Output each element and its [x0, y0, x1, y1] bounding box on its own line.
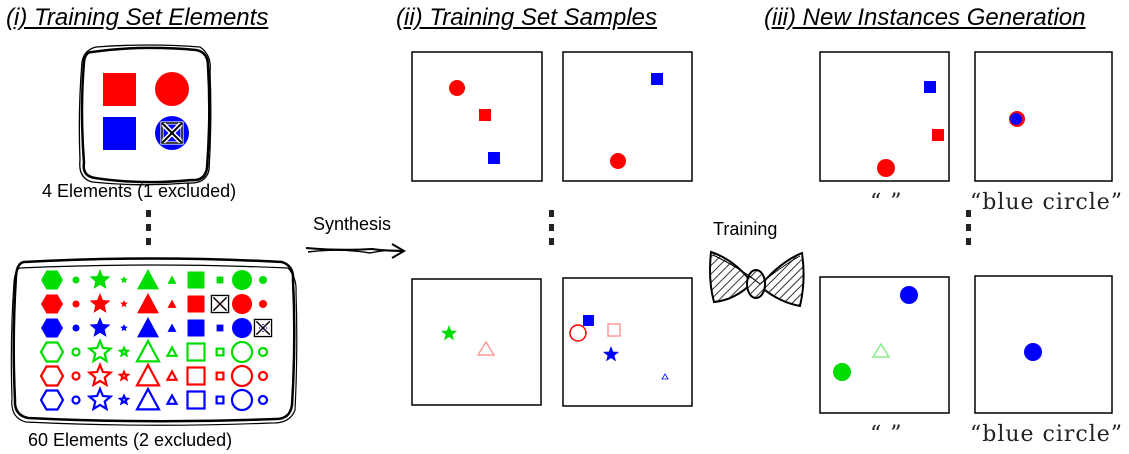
training-label: Training — [713, 219, 778, 239]
red-square-element — [103, 73, 136, 106]
excluded-cross-icon — [160, 121, 184, 145]
grid-element — [39, 365, 65, 387]
grid-element — [135, 362, 161, 387]
grid-element — [186, 342, 206, 362]
sample-panel-4 — [562, 277, 693, 407]
grid-element — [71, 371, 81, 381]
grid-element — [135, 386, 161, 411]
sketch-arrow-icon — [305, 243, 406, 259]
grid-element — [186, 366, 206, 386]
grid-element — [167, 323, 177, 332]
grid-element — [257, 394, 269, 406]
sample-panel-1 — [411, 51, 543, 182]
grid-element — [137, 269, 159, 290]
grid-element — [167, 299, 177, 308]
grid-element — [232, 270, 252, 290]
grid-element — [117, 345, 131, 358]
large-element-set — [10, 257, 298, 426]
grid-element — [230, 340, 254, 364]
grid-element — [86, 362, 114, 388]
red-circle-element — [155, 72, 189, 106]
grid-element — [41, 294, 63, 314]
small-element-set — [78, 44, 212, 186]
excluded-cross-icon — [210, 294, 230, 314]
grid-element — [257, 346, 269, 358]
excluded-cross-icon — [253, 318, 273, 338]
grid-element — [89, 269, 111, 289]
grid-element — [216, 324, 224, 332]
caption-small-set: 4 Elements (1 excluded) — [42, 181, 237, 201]
grid-element — [120, 324, 128, 332]
grid-element — [187, 319, 205, 337]
element-grid — [39, 269, 273, 412]
caption-large-set: 60 Elements (2 excluded) — [28, 430, 233, 450]
grid-element — [187, 295, 205, 313]
synthesis-label: Synthesis — [313, 214, 392, 234]
grid-element — [167, 275, 177, 284]
ellipsis-elements — [146, 210, 152, 252]
grid-element — [257, 370, 269, 382]
grid-element — [89, 317, 111, 337]
grid-element — [230, 364, 254, 388]
prompt-empty-bottom: “ ” — [870, 422, 903, 447]
heading-new-instances-generation: (iii) New Instances Generation — [764, 4, 1086, 31]
grid-element — [72, 324, 80, 332]
grid-element — [187, 271, 205, 289]
grid-element — [72, 276, 80, 284]
grid-element — [117, 369, 131, 382]
grid-element — [120, 300, 128, 308]
grid-element — [230, 388, 254, 412]
prompt-empty-top: “ ” — [870, 190, 903, 215]
grid-element — [71, 395, 81, 405]
grid-element — [71, 347, 81, 357]
grid-element — [39, 389, 65, 411]
grid-element — [41, 318, 63, 338]
grid-element — [120, 276, 128, 284]
grid-element — [165, 345, 179, 357]
grid-element — [86, 338, 114, 364]
ellipsis-samples — [549, 210, 555, 252]
ellipsis-generation — [966, 210, 972, 252]
grid-element — [137, 317, 159, 338]
heading-training-set-samples: (ii) Training Set Samples — [396, 4, 657, 31]
grid-element — [232, 294, 252, 314]
grid-element — [86, 386, 114, 412]
grid-element — [186, 390, 206, 410]
generated-panel-blue-circle-2 — [974, 275, 1113, 414]
generated-panel-unconditional-1 — [819, 51, 950, 182]
grid-element — [135, 338, 161, 363]
generated-panel-blue-circle-1 — [974, 51, 1113, 182]
grid-element — [232, 318, 252, 338]
grid-element — [259, 300, 267, 308]
sample-panel-2 — [562, 51, 693, 182]
grid-element — [215, 347, 225, 357]
blue-square-element — [103, 117, 136, 150]
grid-element — [165, 369, 179, 381]
grid-element — [216, 276, 224, 284]
prompt-blue-circle-bottom: “blue circle” — [970, 422, 1124, 447]
grid-element — [72, 300, 80, 308]
grid-element — [117, 393, 131, 406]
grid-element — [165, 393, 179, 405]
grid-element — [259, 276, 267, 284]
grid-element — [89, 293, 111, 313]
grid-element — [215, 371, 225, 381]
heading-training-set-elements: (i) Training Set Elements — [6, 4, 269, 31]
grid-element — [215, 395, 225, 405]
grid-element — [137, 293, 159, 314]
grid-element — [41, 270, 63, 290]
sample-panel-3 — [411, 278, 542, 406]
grid-element — [39, 341, 65, 363]
generated-panel-unconditional-2 — [819, 276, 950, 414]
bowtie-icon — [709, 250, 805, 308]
prompt-blue-circle-top: “blue circle” — [970, 190, 1124, 215]
